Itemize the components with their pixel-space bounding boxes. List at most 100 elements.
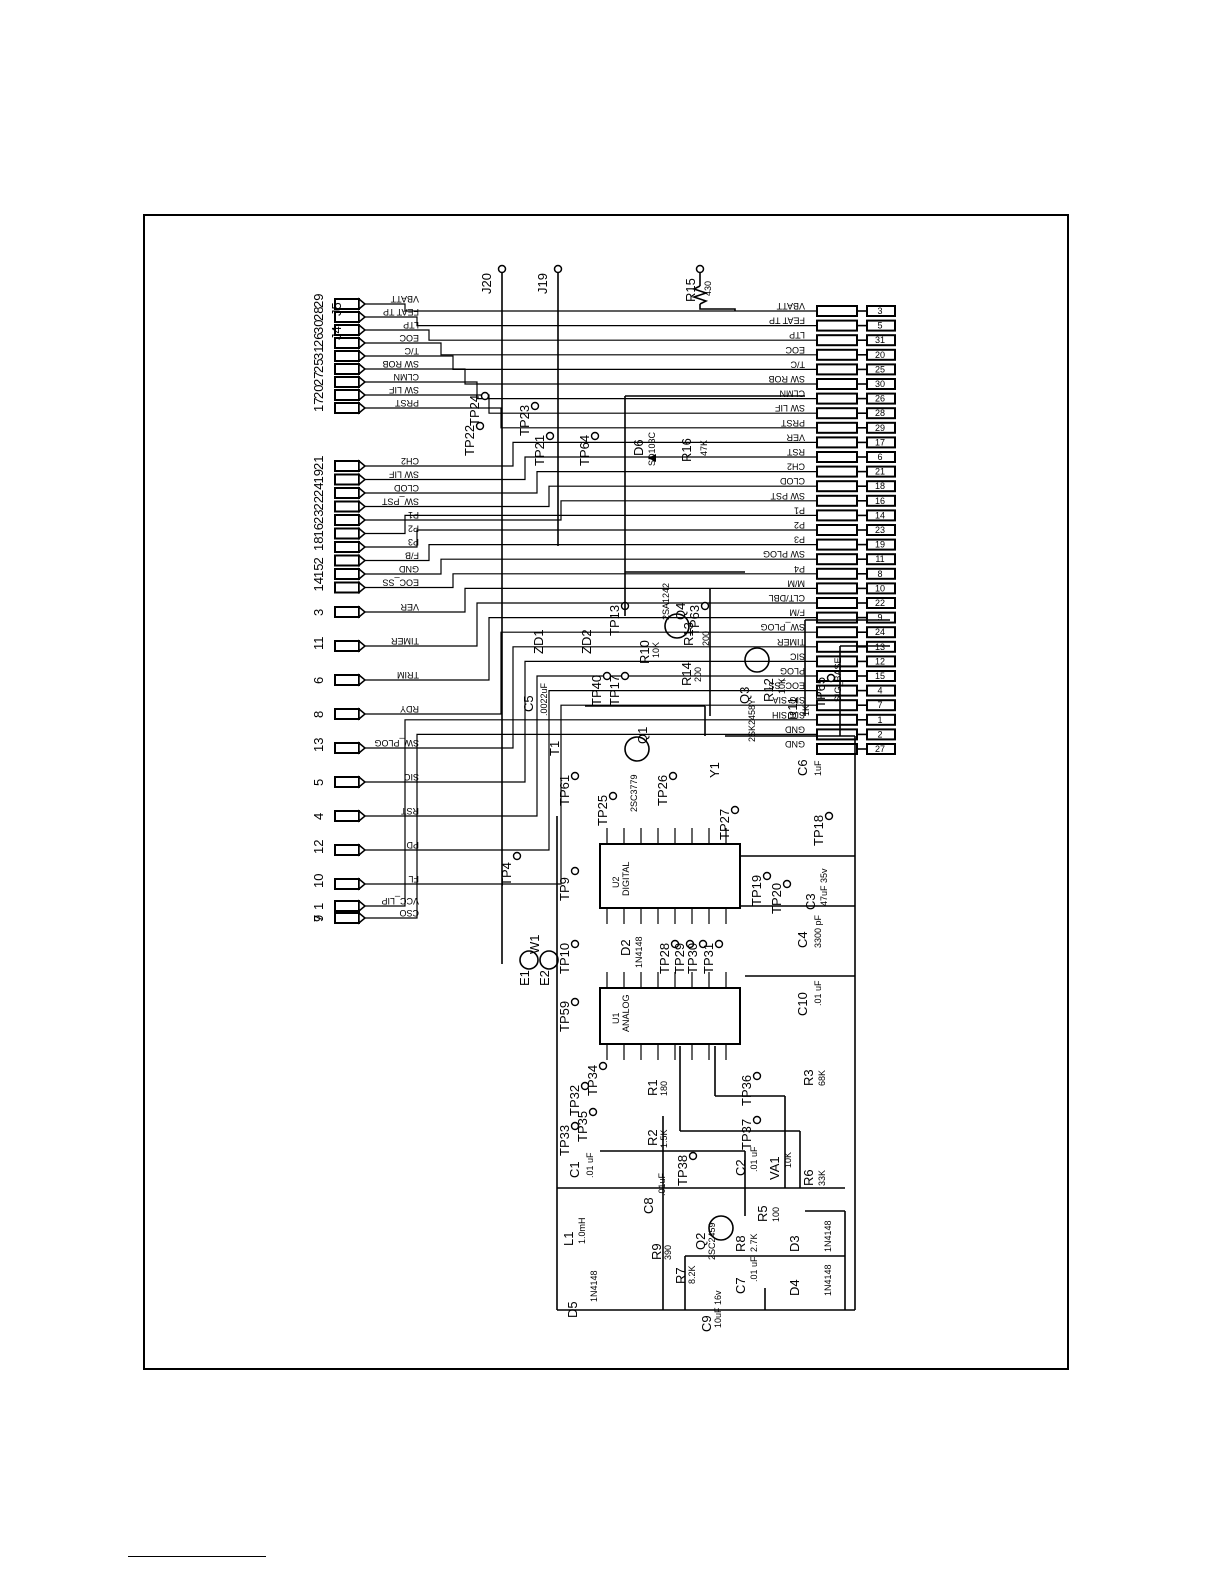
test-point-marker [688,1151,698,1161]
right-pin-number: 30 [875,379,885,389]
footnote-rule [128,1556,266,1557]
left-pin-number: 27 [311,372,326,386]
right-signal-name: VBATT [776,301,805,311]
left-pin-number: 9 [311,915,326,922]
r1-value: 180 [659,1081,669,1096]
left-pin-box [334,554,360,567]
test-point-label: TP32 [567,1085,582,1116]
left-pin-number: 22 [311,496,326,510]
right-pin-number: 28 [875,408,885,418]
left-pin-number: 30 [311,320,326,334]
left-pin-box [334,640,360,652]
test-point-label: TP38 [675,1155,690,1186]
bus-line [365,368,817,385]
test-point-marker [608,791,618,801]
left-pin-number: 2 [311,557,326,564]
test-point-marker [580,1081,590,1091]
left-pin-box [334,674,360,686]
left-pin-box [334,389,360,401]
left-signal-name: SW LIF [388,470,419,480]
left-pin-number: 12 [311,840,326,854]
analog-section-wiring [556,395,890,1311]
t1-label: T1 [547,741,562,756]
test-point-label: TP35 [575,1111,590,1142]
l1-value: 1.0mH [577,1217,587,1244]
q1-transistor [624,736,650,762]
left-signal-name: VER [400,602,419,612]
left-pin-number: 31 [311,346,326,360]
left-pin-box [334,878,360,890]
bus-line [365,342,817,356]
c8-label: C8 [641,1197,656,1214]
right-signal-name: CLT/DBL [769,593,805,603]
test-point-label: TP33 [557,1125,572,1156]
u2-name: DIGITAL [621,862,631,896]
right-signal-name: GND [785,724,806,734]
c10-label: C10 [795,992,810,1016]
right-signal-name: CLMN [779,389,805,399]
d6-part: SD103C [647,431,657,466]
q4-transistor [664,613,690,639]
right-signal-name: EOC_SS [768,681,805,691]
r3-label: R3 [801,1069,816,1086]
r16-label: R16 [679,438,694,462]
right-pin-box [816,538,858,551]
test-point-marker [570,866,580,876]
r5-label: R5 [755,1205,770,1222]
right-pin-box [816,319,858,332]
test-point-marker [570,1121,580,1131]
left-pin-box [334,810,360,822]
right-pin-box [816,451,858,463]
left-pin-tip [358,809,367,823]
left-pin-tip [358,639,367,653]
left-pin-number: 20 [311,385,326,399]
r13-label: R13 [681,622,696,646]
r9-label: R9 [649,1243,664,1260]
r10-value: 10K [651,642,661,658]
right-pin-number: 31 [875,335,885,345]
right-pin-number: 10 [875,583,885,593]
tp65-signal-name: SIG_BASE [833,657,843,702]
right-pin-number: 11 [875,554,884,564]
right-pin-number: 5 [877,321,882,331]
right-pin-number: 1 [877,715,882,725]
left-pin-tip [358,459,367,473]
r15-value: 430 [703,281,713,296]
bus-line [365,514,817,535]
left-pin-box [334,900,360,912]
right-pin-box [816,494,858,507]
left-pin-tip [358,362,367,376]
left-pin-number: 21 [311,456,326,470]
bus-line [365,394,817,414]
left-pin-tip [358,605,367,619]
test-point-marker [588,1107,598,1117]
right-pin-number: 2 [877,729,882,739]
c6-value: 1uF [813,760,823,776]
test-point-label: TP65 [813,677,828,708]
right-signal-name: SIG SIH [772,710,805,720]
c8-value: .01uF [657,1172,667,1196]
test-point-marker [545,431,555,441]
test-point-label: TP37 [739,1119,754,1150]
d6-diode [648,454,656,462]
d2-label: D2 [618,939,633,956]
right-pin-box [816,348,858,361]
test-point-label: TP34 [585,1065,600,1096]
bus-line [365,471,817,494]
left-signal-name: TIMER [391,636,419,646]
left-pin-tip [358,375,367,389]
q3-transistor [744,647,770,673]
left-pin-tip [358,673,367,687]
test-point-label: TP63 [687,605,702,636]
left-pin-number: 3 [311,609,326,616]
d4-label: D4 [787,1279,802,1296]
u1-label: U1 [611,1012,621,1024]
right-pin-box [816,378,858,390]
left-signal-name: VCC_LIP [381,896,419,906]
test-point-label: TP22 [462,425,477,456]
left-signal-name: P3 [408,537,419,547]
r16-value: 47K [699,440,709,456]
left-signal-name: CH2 [401,456,419,466]
test-point-label: TP17 [607,675,622,706]
